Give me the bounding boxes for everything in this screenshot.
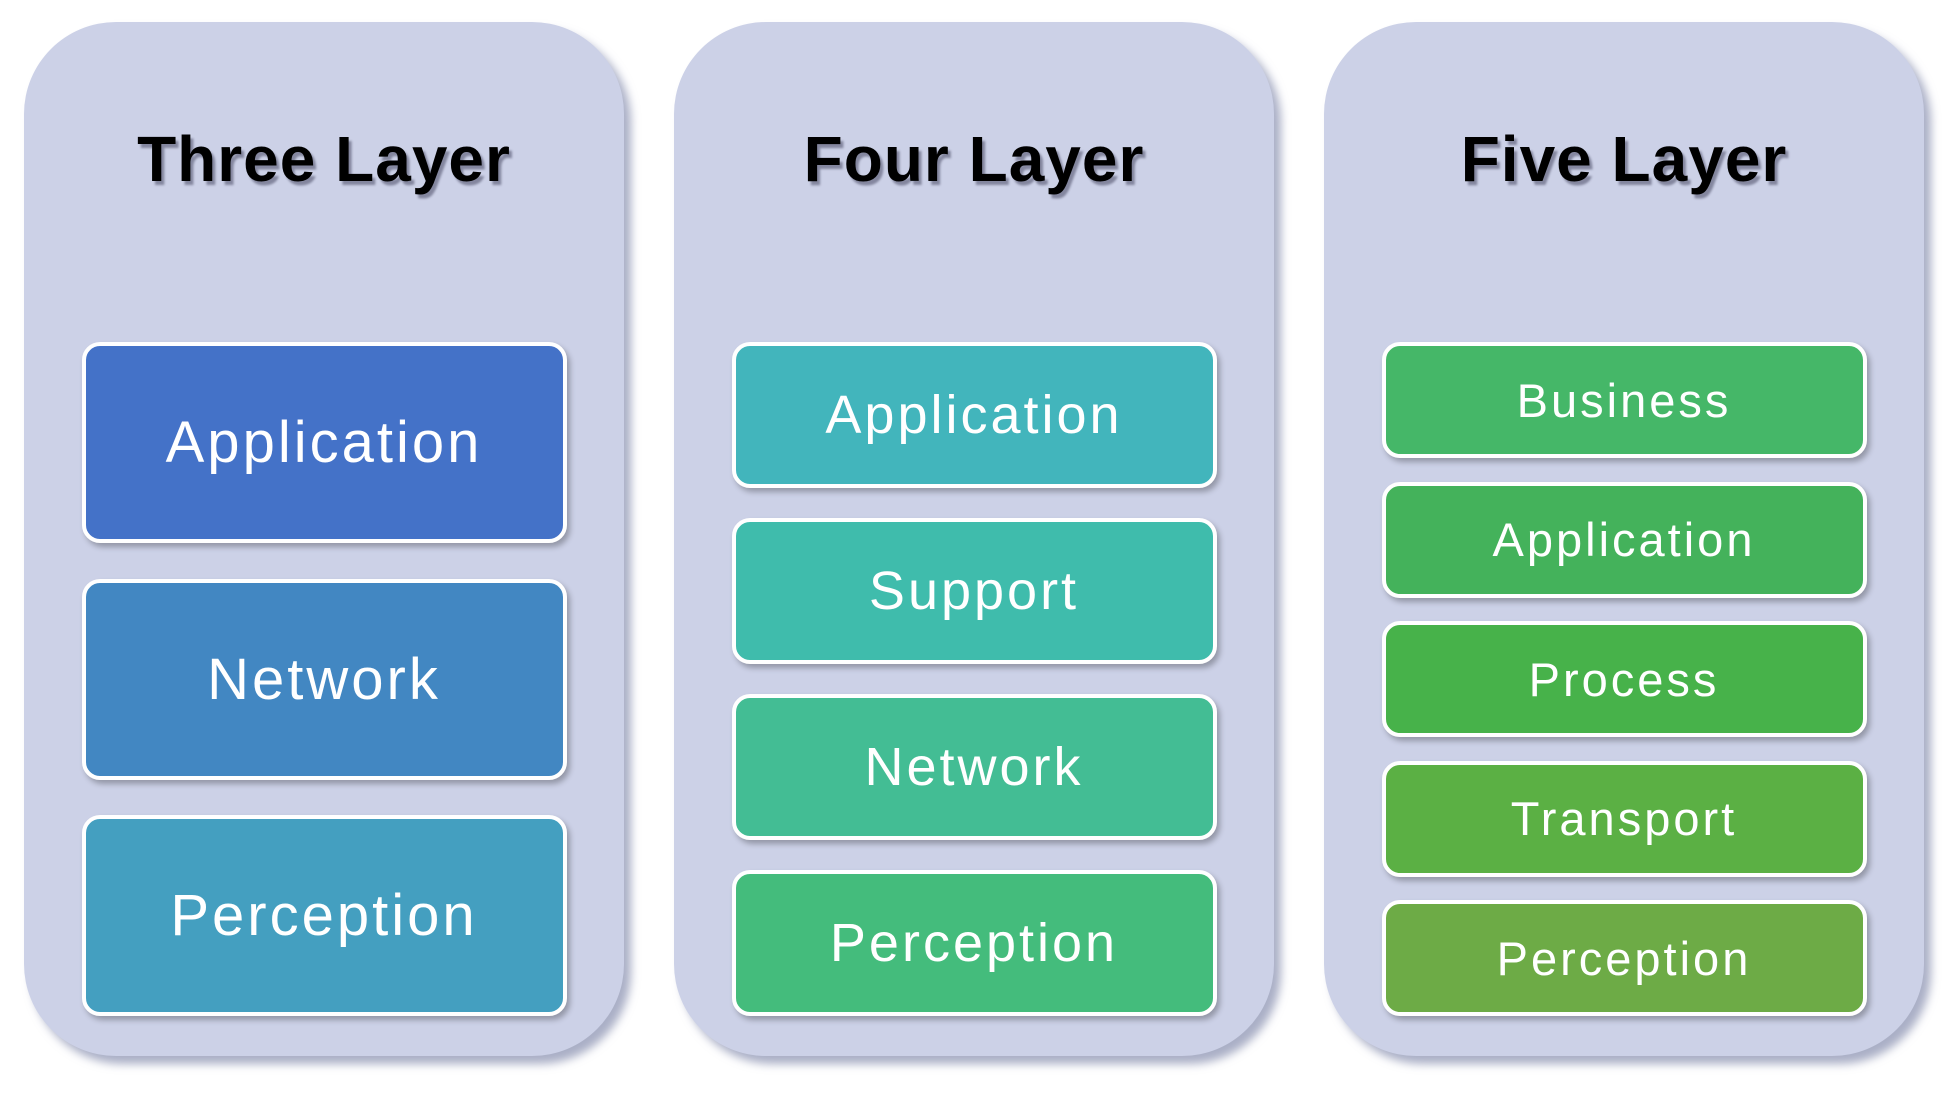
- layer-box-network: Network: [731, 694, 1217, 840]
- layer-box-support: Support: [731, 518, 1217, 664]
- layer-label: Support: [868, 561, 1080, 621]
- layer-box-perception: Perception: [1381, 900, 1867, 1016]
- layer-label: Transport: [1510, 792, 1738, 845]
- layer-box-application: Application: [81, 342, 567, 543]
- layer-label: Perception: [170, 883, 478, 948]
- layer-label: Process: [1528, 652, 1720, 706]
- layer-label: Network: [207, 646, 441, 712]
- layer-box-business: Business: [1381, 342, 1867, 458]
- panel-title: Four Layer: [803, 123, 1145, 195]
- layer-label: Application: [825, 385, 1123, 445]
- layer-label: Network: [864, 737, 1084, 797]
- layer-box-application: Application: [1381, 481, 1867, 598]
- layer-box-network: Network: [81, 578, 567, 780]
- layer-box-application: Application: [731, 342, 1217, 488]
- layer-box-perception: Perception: [81, 815, 567, 1016]
- layer-label: Application: [165, 410, 483, 475]
- layer-label: Perception: [1496, 931, 1752, 985]
- layer-label: Business: [1516, 373, 1732, 427]
- layer-box-perception: Perception: [731, 870, 1217, 1016]
- layer-box-transport: Transport: [1381, 760, 1867, 877]
- panel-title: Five Layer: [1460, 123, 1788, 195]
- layer-box-process: Process: [1381, 621, 1867, 737]
- layer-label: Application: [1492, 513, 1756, 566]
- panel-title: Three Layer: [137, 123, 511, 195]
- layer-label: Perception: [829, 913, 1119, 973]
